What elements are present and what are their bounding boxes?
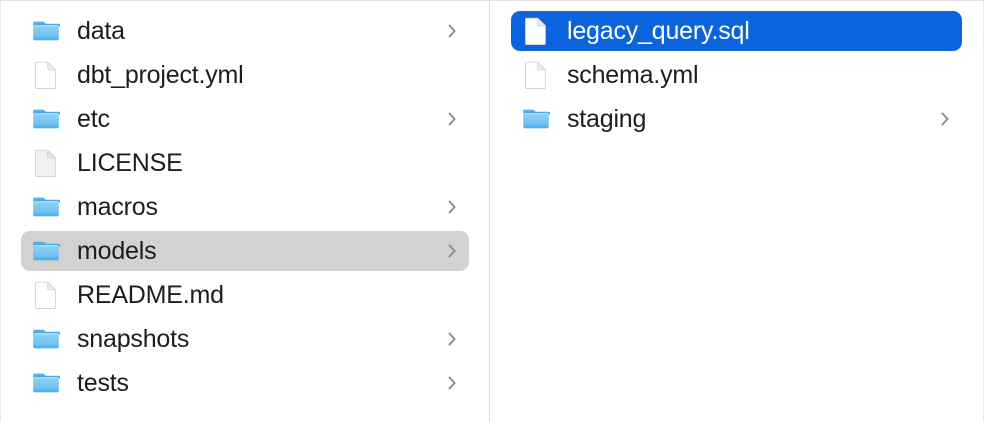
document-icon: [522, 16, 550, 46]
folder-icon: [32, 324, 61, 354]
file-row-label: README.md: [77, 281, 224, 309]
file-row-label: schema.yml: [567, 61, 699, 89]
document-icon: [32, 60, 60, 90]
file-row-label: etc: [77, 105, 110, 133]
file-row-label: tests: [77, 369, 129, 397]
file-row-label: LICENSE: [77, 149, 183, 177]
plain-file-icon: [32, 148, 60, 178]
file-column-child[interactable]: legacy_query.sql schema.yml staging: [490, 1, 984, 422]
document-icon: [32, 280, 60, 310]
file-row[interactable]: staging: [511, 99, 962, 139]
chevron-right-icon[interactable]: [938, 109, 952, 129]
folder-icon: [32, 368, 61, 398]
file-row[interactable]: legacy_query.sql: [511, 11, 962, 51]
folder-icon: [32, 192, 61, 222]
file-row[interactable]: etc: [21, 99, 469, 139]
file-row[interactable]: LICENSE: [21, 143, 469, 183]
folder-icon: [32, 16, 61, 46]
chevron-right-icon[interactable]: [445, 21, 459, 41]
file-row-label: staging: [567, 105, 647, 133]
file-row[interactable]: models: [21, 231, 469, 271]
file-row-label: dbt_project.yml: [77, 61, 244, 89]
chevron-right-icon[interactable]: [445, 197, 459, 217]
folder-icon: [522, 104, 551, 134]
folder-icon: [32, 104, 61, 134]
file-row[interactable]: data: [21, 11, 469, 51]
chevron-right-icon[interactable]: [445, 329, 459, 349]
chevron-right-icon[interactable]: [445, 241, 459, 261]
file-row-label: models: [77, 237, 157, 265]
file-row[interactable]: macros: [21, 187, 469, 227]
file-row[interactable]: dbt_project.yml: [21, 55, 469, 95]
file-row-label: legacy_query.sql: [567, 17, 750, 45]
folder-icon: [32, 236, 61, 266]
file-row-label: macros: [77, 193, 158, 221]
file-row[interactable]: snapshots: [21, 319, 469, 359]
file-row-label: data: [77, 17, 125, 45]
file-row[interactable]: README.md: [21, 275, 469, 315]
chevron-right-icon[interactable]: [445, 373, 459, 393]
file-row[interactable]: schema.yml: [511, 55, 962, 95]
file-row-label: snapshots: [77, 325, 190, 353]
document-icon: [522, 60, 550, 90]
file-row[interactable]: tests: [21, 363, 469, 403]
chevron-right-icon[interactable]: [445, 109, 459, 129]
